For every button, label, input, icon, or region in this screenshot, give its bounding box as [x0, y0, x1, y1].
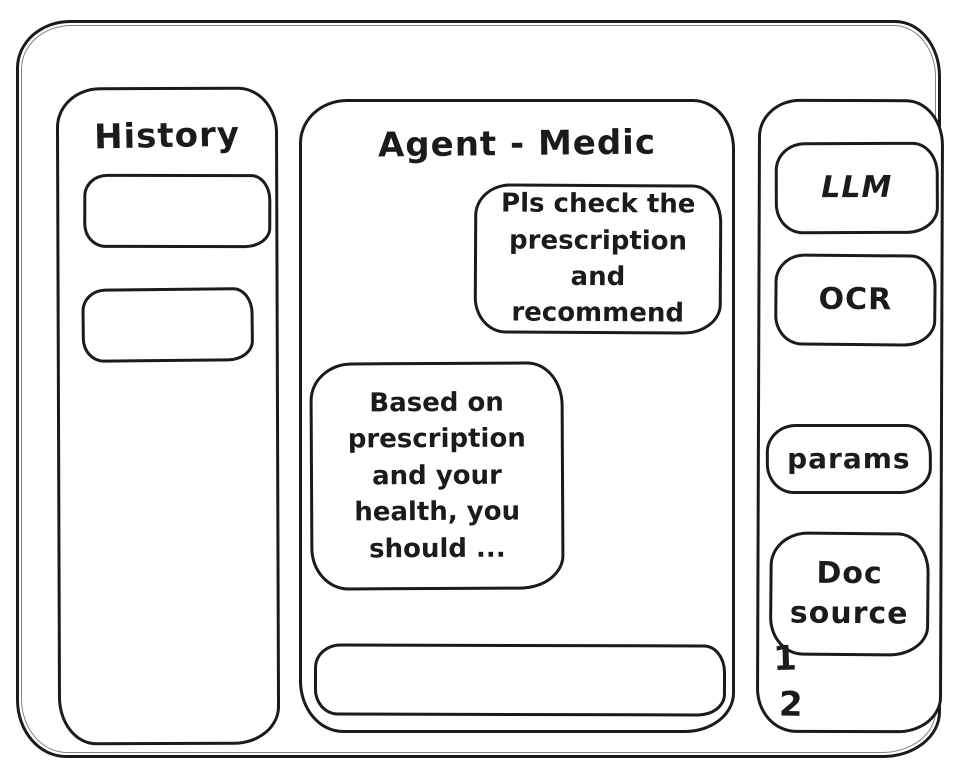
- assistant-message-text: Based on prescription and your health, y…: [347, 387, 526, 564]
- assistant-message-bubble: Based on prescription and your health, y…: [309, 361, 565, 591]
- params-button[interactable]: params: [765, 423, 932, 494]
- tools-sidebar: LLM OCR params Doc source 1 2: [755, 98, 945, 734]
- user-message-bubble: Pls check the prescription and recommend: [473, 183, 723, 335]
- history-item[interactable]: [81, 287, 255, 363]
- user-message-text: Pls check the prescription and recommend: [501, 188, 696, 329]
- app-frame: History Agent - Medic Pls check the pres…: [16, 20, 945, 758]
- history-item[interactable]: [83, 173, 272, 249]
- history-sidebar: History: [55, 86, 281, 746]
- message-input[interactable]: [313, 643, 727, 717]
- history-title: History: [93, 114, 241, 158]
- doc-list-item-2[interactable]: 2: [778, 684, 804, 726]
- llm-button[interactable]: LLM: [774, 141, 939, 235]
- chat-panel: Agent - Medic Pls check the prescription…: [299, 99, 735, 733]
- doc-list-item-1[interactable]: 1: [772, 638, 798, 680]
- ocr-button[interactable]: OCR: [774, 253, 937, 347]
- chat-title: Agent - Medic: [377, 122, 657, 166]
